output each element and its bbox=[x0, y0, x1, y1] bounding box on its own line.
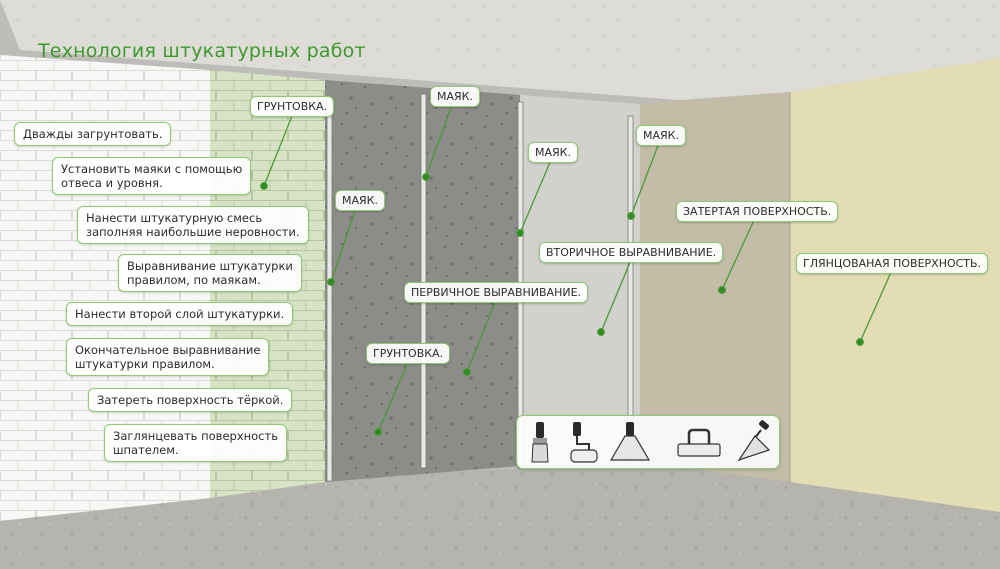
label-beacon-3: МАЯК. bbox=[528, 142, 578, 163]
label-beacon-2: МАЯК. bbox=[430, 86, 480, 107]
step-5: Нанести второй слой штукатурки. bbox=[66, 302, 294, 326]
label-rubbed-surface: ЗАТЕРТАЯ ПОВЕРХНОСТЬ. bbox=[676, 201, 839, 222]
roller-icon bbox=[570, 422, 598, 463]
trowel-icon bbox=[737, 420, 771, 462]
rubbed-surface bbox=[640, 92, 790, 482]
label-primer-top: ГРУНТОВКА. bbox=[250, 96, 335, 117]
plaster-secondary bbox=[520, 95, 640, 466]
spatula-icon bbox=[609, 422, 651, 461]
page-title: Технология штукатурных работ bbox=[38, 40, 366, 62]
label-primer-bottom: ГРУНТОВКА. bbox=[366, 343, 451, 364]
leader-lines bbox=[260, 104, 893, 436]
step-7: Затереть поверхность тёркой. bbox=[88, 388, 293, 412]
label-beacon-1: МАЯК. bbox=[335, 190, 385, 211]
float-icon bbox=[677, 428, 721, 457]
step-8: Заглянцевать поверхность шпателем. bbox=[104, 424, 287, 462]
label-secondary-leveling: ВТОРИЧНОЕ ВЫРАВНИВАНИЕ. bbox=[539, 242, 724, 263]
step-6: Окончательное выравнивание штукатурки пр… bbox=[66, 338, 270, 376]
glossy-surface bbox=[790, 58, 1000, 512]
step-1: Дважды загрунтовать. bbox=[14, 122, 172, 146]
step-4: Выравнивание штукатурки правилом, по мая… bbox=[118, 254, 302, 292]
step-2: Установить маяки с помощью отвеса и уров… bbox=[52, 157, 252, 195]
label-glossy-surface: ГЛЯНЦОВАНАЯ ПОВЕРХНОСТЬ. bbox=[796, 253, 989, 274]
brush-icon bbox=[531, 422, 549, 463]
label-beacon-4: МАЯК. bbox=[636, 125, 686, 146]
ceiling bbox=[0, 0, 1000, 100]
step-3: Нанести штукатурную смесь заполняя наибо… bbox=[77, 206, 309, 244]
label-primary-leveling: ПЕРВИЧНОЕ ВЫРАВНИВАНИЕ. bbox=[404, 282, 589, 303]
tools-panel bbox=[516, 415, 780, 469]
